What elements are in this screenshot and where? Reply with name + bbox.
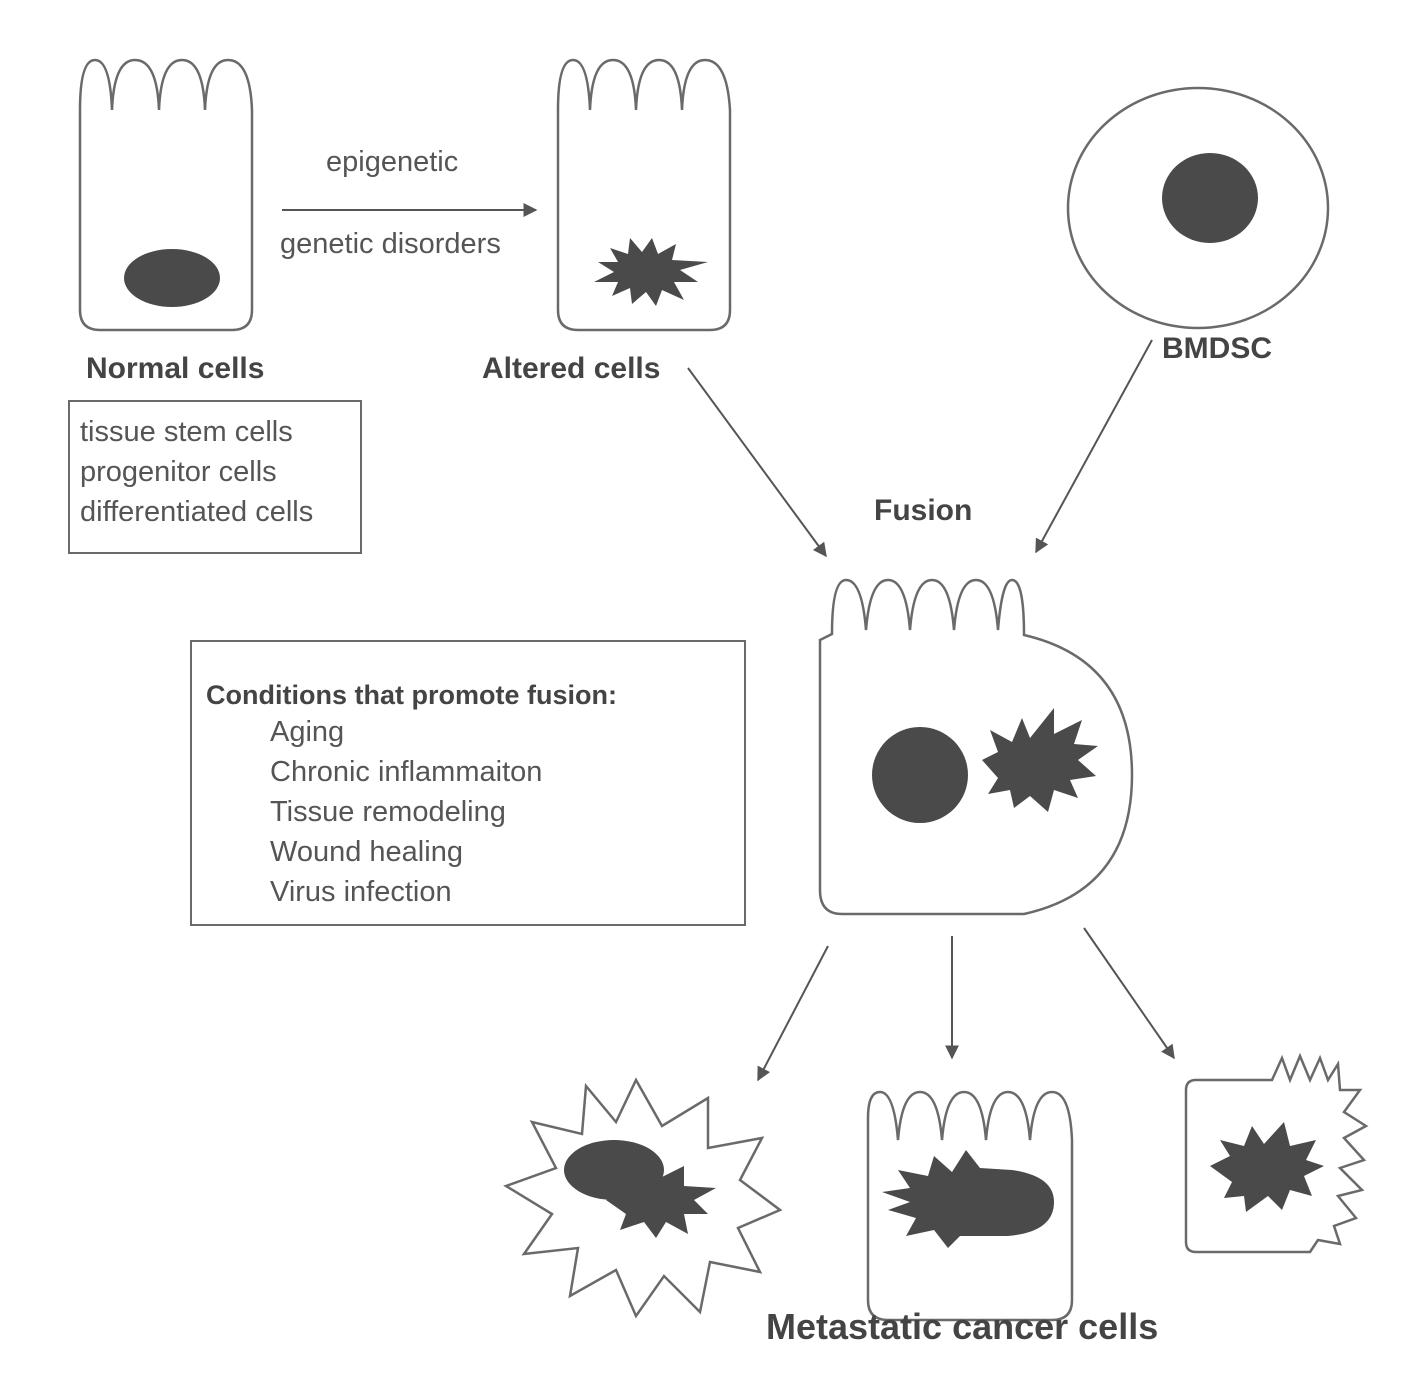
arrow-altered-to-fusion xyxy=(688,368,826,556)
cancer-cell-left xyxy=(506,1080,780,1316)
fusion-label: Fusion xyxy=(874,494,972,528)
normal-nucleus xyxy=(124,249,220,307)
cancer-cell-middle xyxy=(868,1092,1072,1320)
bmdsc-nucleus xyxy=(1162,153,1258,243)
fused-cell xyxy=(820,580,1132,914)
arrow-bmdsc-to-fusion xyxy=(1036,340,1152,552)
metastatic-cancer-cells-label: Metastatic cancer cells xyxy=(766,1306,1158,1348)
condition-item: Tissue remodeling xyxy=(270,792,730,832)
conditions-title: Conditions that promote fusion: xyxy=(206,678,730,712)
condition-item: Aging xyxy=(270,712,730,752)
condition-item: Chronic inflammaiton xyxy=(270,752,730,792)
normal-cells-label: Normal cells xyxy=(86,352,264,386)
normal-cell-types-box: tissue stem cells progenitor cells diffe… xyxy=(68,400,362,554)
arrow-fusion-to-cancer-right xyxy=(1084,928,1174,1058)
altered-cells-label: Altered cells xyxy=(482,352,660,386)
fused-round-nucleus xyxy=(872,727,968,823)
condition-item: Virus infection xyxy=(270,872,730,912)
arrow-label-genetic-disorders: genetic disorders xyxy=(280,228,501,261)
cancer-cell-right xyxy=(1186,1056,1366,1252)
altered-cell xyxy=(558,60,730,330)
bmdsc-label: BMDSC xyxy=(1162,332,1272,366)
fusion-conditions-box: Conditions that promote fusion: Aging Ch… xyxy=(190,640,746,926)
normal-cell xyxy=(80,60,252,330)
arrow-label-epigenetic: epigenetic xyxy=(326,146,458,179)
bmdsc-cell xyxy=(1068,88,1328,328)
normal-type-item: progenitor cells xyxy=(80,452,350,492)
normal-type-item: differentiated cells xyxy=(80,492,350,532)
arrow-fusion-to-cancer-left xyxy=(758,946,828,1080)
condition-item: Wound healing xyxy=(270,832,730,872)
normal-type-item: tissue stem cells xyxy=(80,412,350,452)
